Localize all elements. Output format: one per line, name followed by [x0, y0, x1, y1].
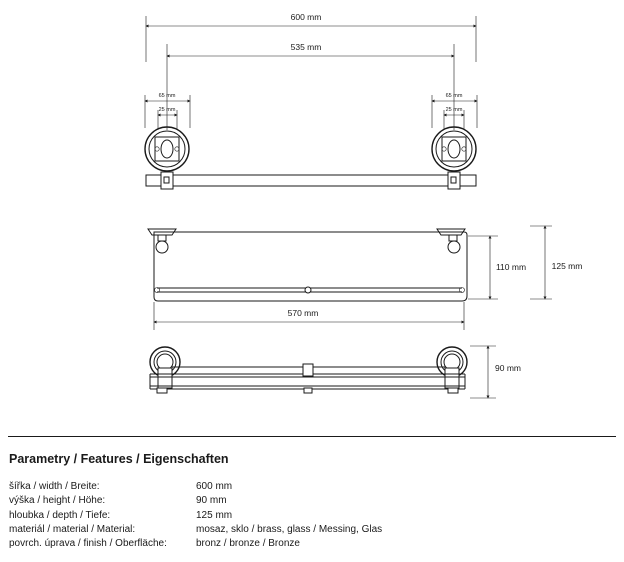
dim-label-depth: 90 mm — [495, 363, 521, 373]
spec-value-width: 600 mm — [196, 481, 233, 492]
front-bracket-right — [436, 228, 466, 293]
spec-label-material: materiál / material / Material: — [9, 523, 136, 535]
spec-value-finish: bronz / bronze / Bronze — [196, 538, 300, 550]
dim-label-mount-spacing: 535 mm — [291, 42, 322, 52]
front-view: 570 mm 110 mm 125 mm — [147, 225, 583, 330]
spec-row: povrch. úprava / finish / Oberfläche: br… — [9, 537, 382, 551]
spec-label-finish: povrch. úprava / finish / Oberfläche: — [9, 538, 167, 550]
dim-bracket-left: 65 mm 25 mm — [144, 93, 191, 130]
dim-label-bracket-inner-right: 25 mm — [446, 107, 463, 113]
section-divider — [8, 436, 616, 437]
spec-label-depth: hloubka / depth / Tiefe: — [9, 509, 111, 521]
spec-row: hloubka / depth / Tiefe: 125 mm — [9, 509, 382, 523]
bottom-rails — [149, 363, 466, 394]
dim-label-bracket-inner-left: 25 mm — [159, 107, 176, 113]
dim-label-glass-width: 570 mm — [288, 308, 319, 318]
technical-drawing: 600 mm 535 mm 65 mm 25 mm 65 mm — [144, 12, 583, 399]
spec-row: výška / height / Höhe: 90 mm — [9, 494, 382, 508]
spec-title: Parametry / Features / Eigenschaften — [9, 452, 229, 466]
dim-total-height: 125 mm — [530, 225, 583, 300]
dim-label-overall-width: 600 mm — [291, 12, 322, 22]
spec-label-width: šířka / width / Breite: — [9, 481, 100, 492]
dim-glass-height: 110 mm — [468, 235, 526, 300]
dim-mount-spacing: 535 mm — [166, 42, 455, 130]
front-bracket-left — [147, 228, 177, 293]
front-rail — [157, 286, 462, 294]
top-view: 600 mm 535 mm 65 mm 25 mm 65 mm — [144, 12, 478, 190]
dim-label-glass-height: 110 mm — [496, 262, 526, 272]
glass-panel — [153, 231, 468, 302]
dim-bracket-right: 65 mm 25 mm — [431, 93, 478, 130]
spec-row: materiál / material / Material: mosaz, s… — [9, 523, 382, 537]
dim-label-bracket-outer-right: 65 mm — [446, 93, 463, 99]
dim-label-total-height: 125 mm — [552, 261, 583, 271]
spec-value-depth: 125 mm — [196, 509, 233, 521]
dim-glass-width: 570 mm — [153, 302, 465, 330]
dim-label-bracket-outer-left: 65 mm — [159, 93, 176, 99]
spec-label-height: výška / height / Höhe: — [9, 495, 106, 507]
spec-table: šířka / width / Breite: 600 mm výška / h… — [9, 480, 382, 551]
bottom-view: 90 mm — [149, 345, 521, 399]
top-rail — [145, 171, 477, 190]
dim-overall-width: 600 mm — [145, 12, 477, 62]
spec-value-height: 90 mm — [196, 495, 227, 507]
dim-depth: 90 mm — [470, 345, 521, 399]
spec-row: šířka / width / Breite: 600 mm — [9, 480, 382, 494]
spec-value-material: mosaz, sklo / brass, glass / Messing, Gl… — [196, 523, 383, 535]
